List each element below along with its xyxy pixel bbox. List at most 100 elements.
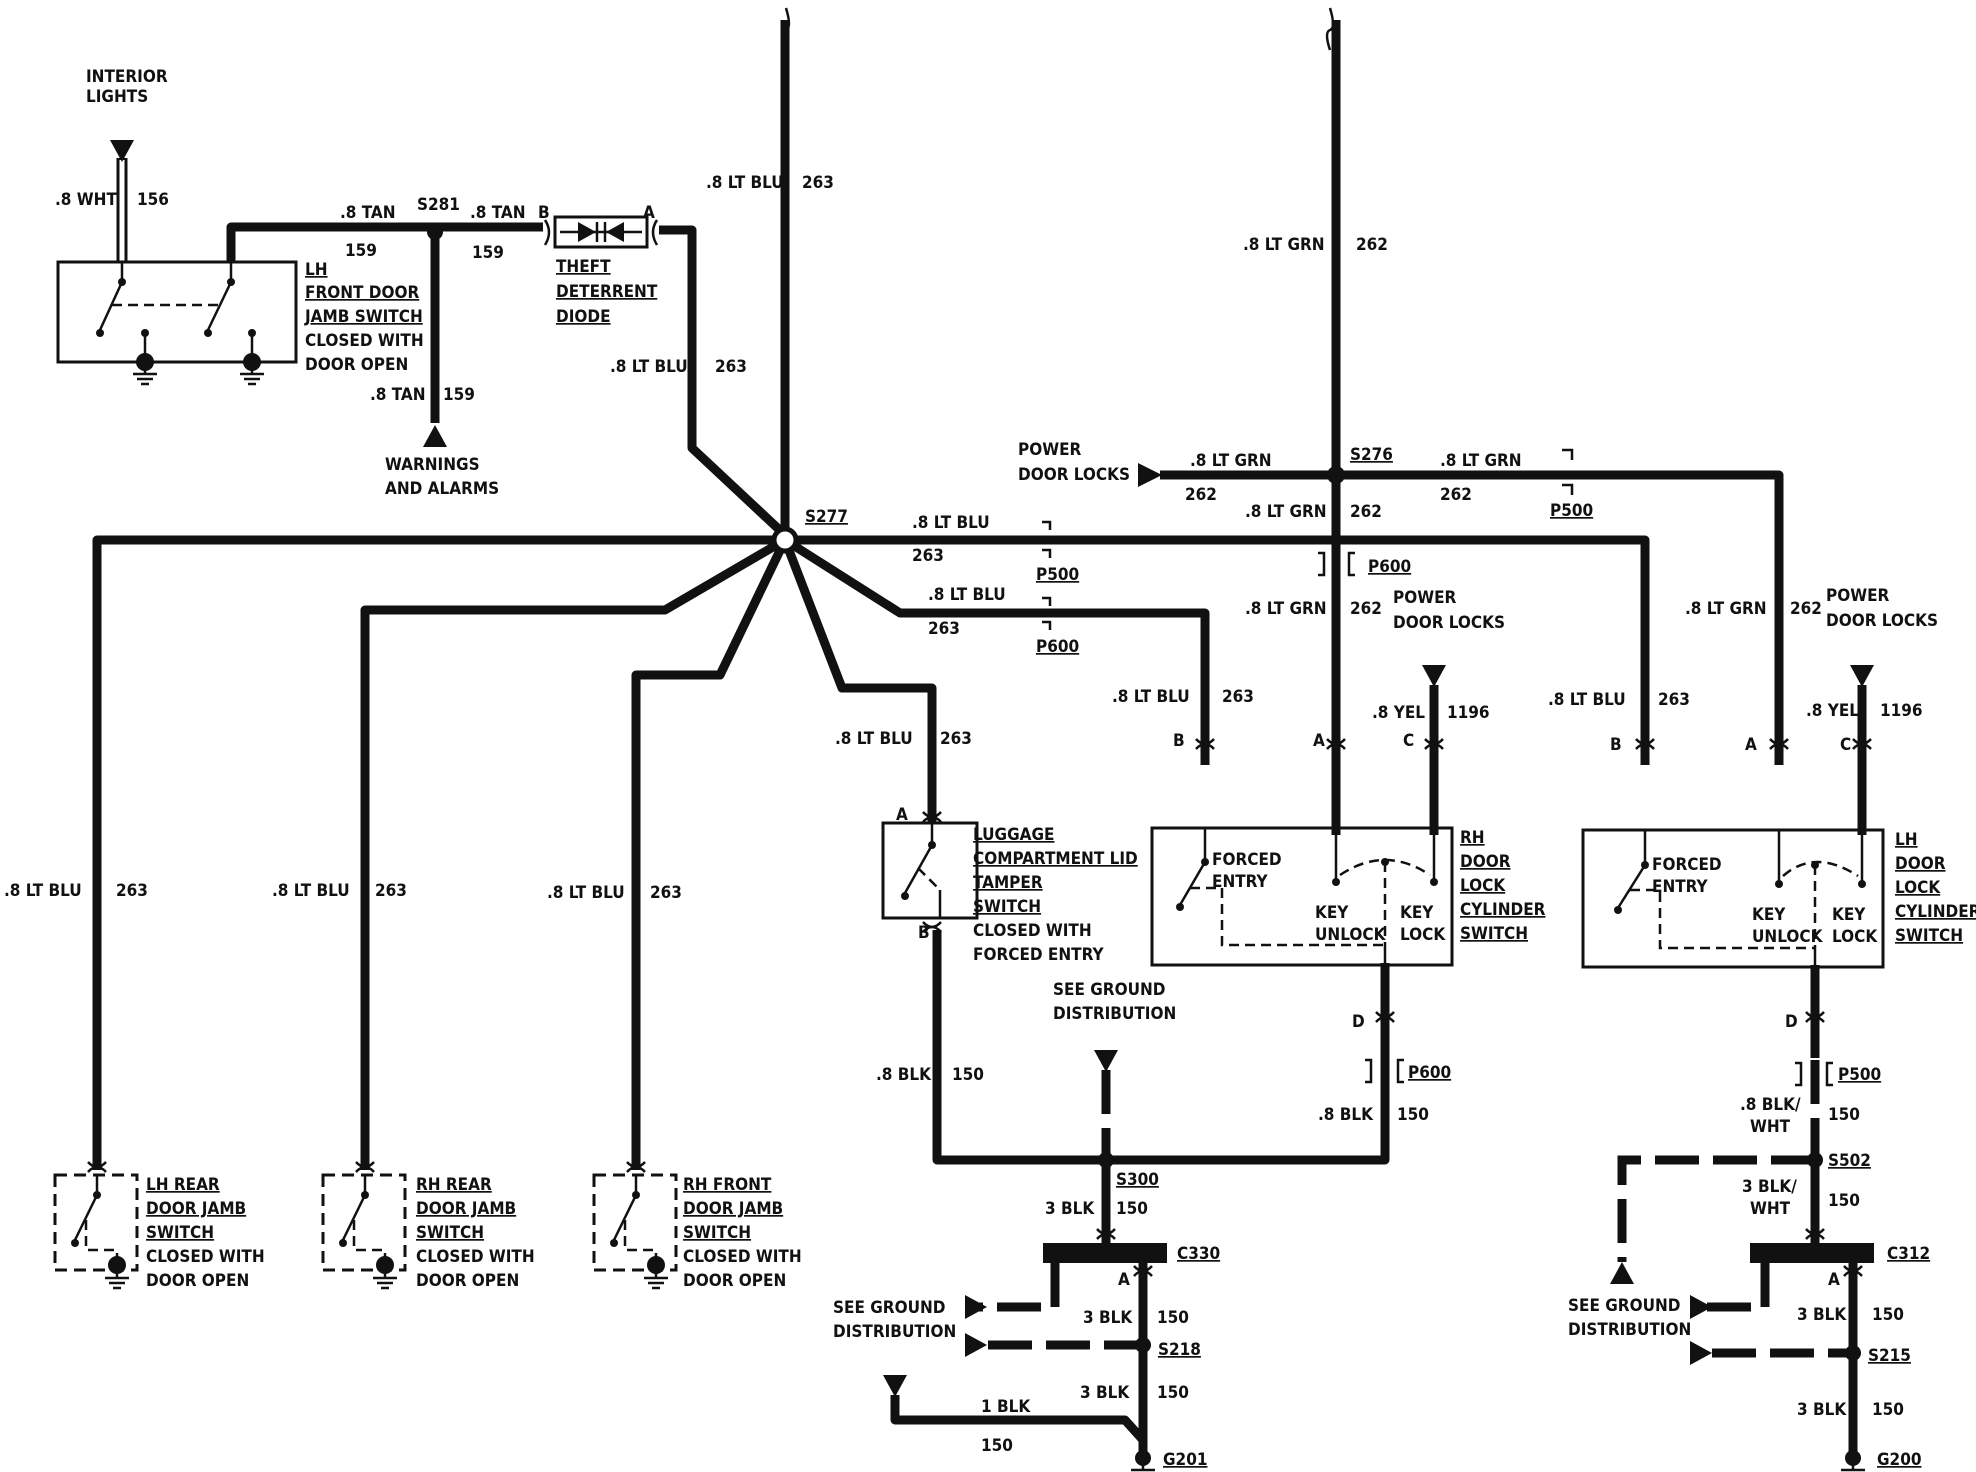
svg-text:.8 TAN: .8 TAN <box>470 203 526 223</box>
svg-text:POWER: POWER <box>1393 588 1457 608</box>
svg-text:DOOR JAMB: DOOR JAMB <box>416 1199 516 1219</box>
svg-text:C330: C330 <box>1177 1244 1220 1264</box>
svg-text:LUGGAGE: LUGGAGE <box>973 825 1055 845</box>
svg-text:DOOR: DOOR <box>1460 852 1511 872</box>
rh-front-door-jamb-switch <box>592 1173 678 1290</box>
svg-text:SWITCH: SWITCH <box>416 1223 484 1243</box>
svg-text:DOOR OPEN: DOOR OPEN <box>683 1271 786 1291</box>
svg-text:150: 150 <box>952 1065 984 1085</box>
svg-text:.8 LT GRN: .8 LT GRN <box>1245 599 1327 619</box>
svg-text:FRONT DOOR: FRONT DOOR <box>305 283 419 303</box>
svg-text:S300: S300 <box>1116 1170 1159 1190</box>
svg-text:RH REAR: RH REAR <box>416 1175 492 1195</box>
svg-text:.8 TAN: .8 TAN <box>370 385 426 405</box>
theft-deterrent-diode <box>543 215 659 249</box>
svg-text:.8 LT BLU: .8 LT BLU <box>928 585 1006 605</box>
svg-text:LOCK: LOCK <box>1400 925 1446 945</box>
svg-text:.8 LT BLU: .8 LT BLU <box>912 513 990 533</box>
svg-text:DIODE: DIODE <box>556 307 611 327</box>
svg-text:FORCED ENTRY: FORCED ENTRY <box>973 945 1104 965</box>
svg-text:.8 BLK/: .8 BLK/ <box>1740 1095 1801 1115</box>
svg-text:.8 BLK: .8 BLK <box>1318 1105 1374 1125</box>
svg-text:KEY: KEY <box>1400 903 1434 923</box>
svg-text:LH: LH <box>305 260 328 280</box>
svg-text:263: 263 <box>1222 687 1254 707</box>
svg-text:DETERRENT: DETERRENT <box>556 282 658 302</box>
svg-text:A: A <box>1313 731 1325 751</box>
svg-text:150: 150 <box>1157 1383 1189 1403</box>
svg-text:B: B <box>1173 731 1185 751</box>
svg-text:262: 262 <box>1350 502 1382 522</box>
svg-text:3 BLK: 3 BLK <box>1080 1383 1130 1403</box>
svg-text:S215: S215 <box>1868 1346 1911 1366</box>
svg-text:A: A <box>643 203 655 223</box>
svg-text:CYLINDER: CYLINDER <box>1895 902 1976 922</box>
lh-door-lock-cylinder-switch <box>1581 828 1885 969</box>
svg-text:150: 150 <box>1116 1199 1148 1219</box>
svg-text:263: 263 <box>912 546 944 566</box>
svg-text:LOCK: LOCK <box>1832 927 1878 947</box>
svg-text:P600: P600 <box>1408 1063 1451 1083</box>
rh-rear-door-jamb-switch <box>321 1173 407 1290</box>
svg-text:156: 156 <box>137 190 169 210</box>
ground-g201 <box>1135 1450 1151 1466</box>
svg-text:G200: G200 <box>1877 1450 1921 1470</box>
labels: INTERIOR LIGHTS .8 WHT 156 .8 TAN 159 S2… <box>4 67 1976 1470</box>
svg-text:150: 150 <box>981 1436 1013 1456</box>
svg-text:150: 150 <box>1397 1105 1429 1125</box>
svg-text:B: B <box>1610 735 1622 755</box>
svg-text:263: 263 <box>116 881 148 901</box>
svg-text:263: 263 <box>928 619 960 639</box>
svg-text:KEY: KEY <box>1315 903 1349 923</box>
svg-text:S276: S276 <box>1350 445 1393 465</box>
svg-text:LOCK: LOCK <box>1460 876 1506 896</box>
svg-text:.8 BLK: .8 BLK <box>876 1065 932 1085</box>
svg-text:.8 WHT: .8 WHT <box>55 190 117 210</box>
svg-text:C: C <box>1403 731 1414 751</box>
svg-text:.8 LT GRN: .8 LT GRN <box>1440 451 1522 471</box>
splices <box>427 224 1861 1361</box>
svg-text:.8 YEL: .8 YEL <box>1806 701 1859 721</box>
svg-text:.8 YEL: .8 YEL <box>1372 703 1425 723</box>
svg-text:POWER: POWER <box>1826 586 1890 606</box>
svg-text:ENTRY: ENTRY <box>1652 877 1709 897</box>
power-door-locks-arrow <box>1138 463 1162 487</box>
svg-text:P600: P600 <box>1036 637 1079 657</box>
svg-text:150: 150 <box>1872 1400 1904 1420</box>
svg-text:WHT: WHT <box>1750 1117 1791 1137</box>
svg-text:CLOSED WITH: CLOSED WITH <box>305 331 424 351</box>
svg-text:159: 159 <box>443 385 475 405</box>
svg-text:DOOR LOCKS: DOOR LOCKS <box>1826 611 1938 631</box>
svg-text:WHT: WHT <box>1750 1199 1791 1219</box>
svg-text:SEE GROUND: SEE GROUND <box>1568 1296 1680 1316</box>
svg-text:150: 150 <box>1828 1105 1860 1125</box>
svg-text:.8 LT GRN: .8 LT GRN <box>1190 451 1272 471</box>
svg-text:DOOR JAMB: DOOR JAMB <box>146 1199 246 1219</box>
rh-door-lock-cylinder-switch <box>1150 826 1454 967</box>
svg-text:SEE GROUND: SEE GROUND <box>833 1298 945 1318</box>
svg-text:C: C <box>1840 735 1851 755</box>
svg-text:LH: LH <box>1895 830 1918 850</box>
svg-text:263: 263 <box>715 357 747 377</box>
svg-text:.8 LT BLU: .8 LT BLU <box>547 883 625 903</box>
svg-text:FORCED: FORCED <box>1212 850 1282 870</box>
svg-text:A: A <box>1828 1270 1840 1290</box>
svg-text:CLOSED WITH: CLOSED WITH <box>146 1247 265 1267</box>
svg-text:262: 262 <box>1440 485 1472 505</box>
svg-text:.8 LT GRN: .8 LT GRN <box>1243 235 1325 255</box>
svg-text:3 BLK/: 3 BLK/ <box>1742 1177 1797 1197</box>
svg-text:AND ALARMS: AND ALARMS <box>385 479 499 499</box>
connector-c330 <box>1043 1243 1167 1263</box>
svg-text:150: 150 <box>1828 1191 1860 1211</box>
svg-text:LIGHTS: LIGHTS <box>86 87 148 107</box>
svg-text:A: A <box>1745 735 1757 755</box>
svg-text:B: B <box>918 923 930 943</box>
svg-text:CLOSED WITH: CLOSED WITH <box>683 1247 802 1267</box>
svg-text:.8 LT BLU: .8 LT BLU <box>610 357 688 377</box>
svg-text:3 BLK: 3 BLK <box>1797 1400 1847 1420</box>
svg-text:3 BLK: 3 BLK <box>1045 1199 1095 1219</box>
wires <box>92 20 1874 1460</box>
svg-text:A: A <box>896 805 908 825</box>
svg-text:1 BLK: 1 BLK <box>981 1397 1031 1417</box>
